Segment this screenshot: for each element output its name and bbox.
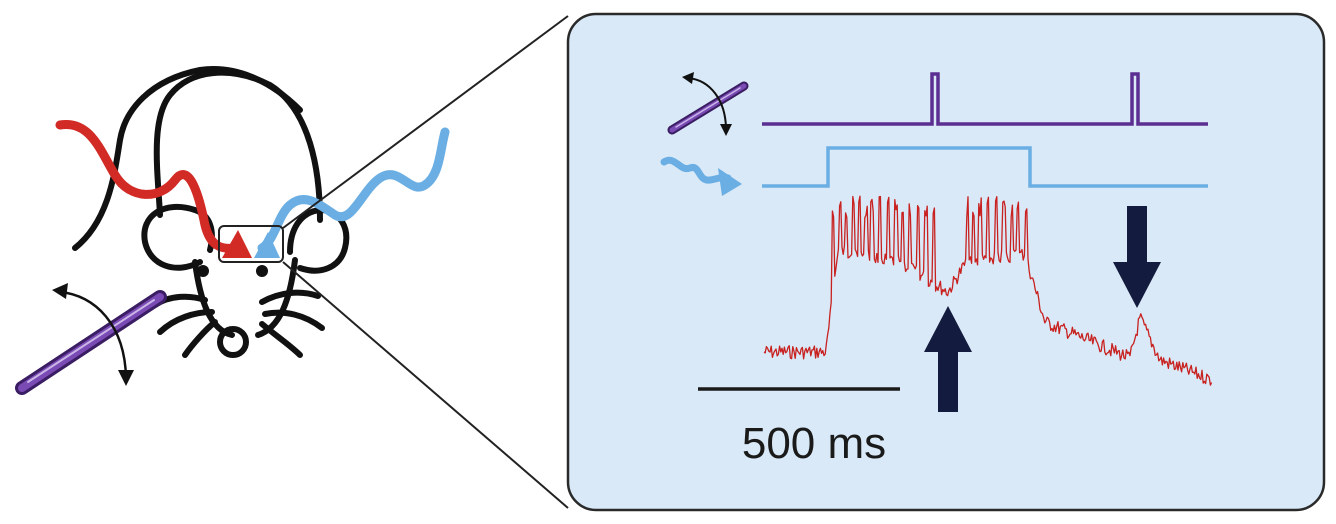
left-eye — [197, 265, 209, 277]
zoom-line-bottom — [282, 261, 569, 509]
blue-optical-fiber — [257, 127, 450, 253]
up-arrow-icon — [924, 306, 972, 412]
zoom-panel — [566, 12, 1326, 512]
light-wave-icon — [660, 156, 742, 196]
red-recording-site-icon — [222, 230, 252, 258]
down-arrow-icon — [1113, 206, 1161, 308]
red-optical-fiber — [55, 120, 240, 253]
scale-bar-label: 500 ms — [742, 419, 886, 468]
whisker-stimulus-trace — [762, 72, 1208, 126]
light-stimulus-trace — [762, 146, 1208, 188]
mini-whisker-rod-icon — [667, 81, 749, 135]
zoom-region-box — [218, 225, 284, 263]
blue-recording-site-icon — [254, 232, 280, 258]
zoom-line-top — [282, 15, 569, 229]
whisker-deflection-rod-icon — [15, 290, 167, 395]
membrane-potential-trace — [763, 195, 1213, 386]
rotation-arrow-icon — [52, 283, 134, 386]
mini-rotation-arrow-icon — [682, 72, 732, 136]
right-eye — [256, 265, 268, 277]
